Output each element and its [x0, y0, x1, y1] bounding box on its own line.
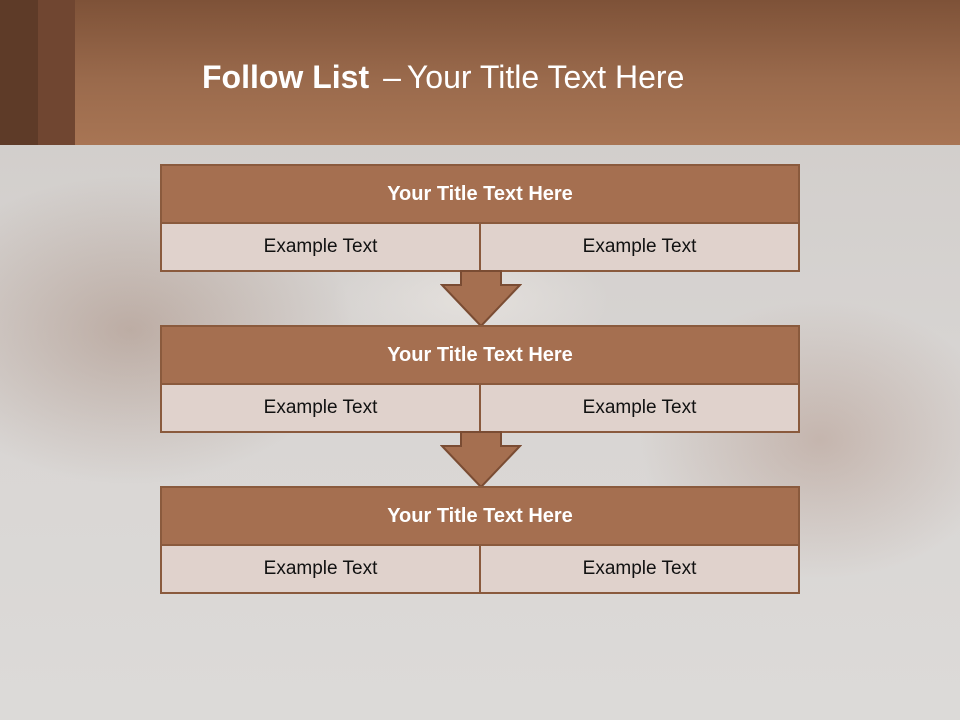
down-arrow-icon: [440, 431, 522, 489]
list-block-3: Your Title Text Here Example Text Exampl…: [160, 486, 800, 594]
down-arrow-icon: [440, 270, 522, 328]
block-cell-left: Example Text: [162, 385, 479, 431]
block-title: Your Title Text Here: [162, 488, 798, 546]
banner-accent-strip: [38, 0, 75, 145]
title-separator: –: [383, 59, 401, 95]
block-title: Your Title Text Here: [162, 166, 798, 224]
title-bold-part: Follow List: [202, 59, 370, 95]
block-cell-left: Example Text: [162, 224, 479, 270]
block-row: Example Text Example Text: [162, 385, 798, 431]
list-block-1: Your Title Text Here Example Text Exampl…: [160, 164, 800, 272]
slide-title: Follow List–Your Title Text Here: [202, 56, 684, 98]
block-row: Example Text Example Text: [162, 224, 798, 270]
title-rest: Your Title Text Here: [406, 59, 685, 95]
block-row: Example Text Example Text: [162, 546, 798, 592]
block-cell-right: Example Text: [479, 546, 798, 592]
block-cell-left: Example Text: [162, 546, 479, 592]
title-banner: Follow List–Your Title Text Here: [0, 0, 960, 145]
block-title: Your Title Text Here: [162, 327, 798, 385]
banner-accent-strip: [0, 0, 38, 145]
block-cell-right: Example Text: [479, 224, 798, 270]
list-block-2: Your Title Text Here Example Text Exampl…: [160, 325, 800, 433]
block-cell-right: Example Text: [479, 385, 798, 431]
